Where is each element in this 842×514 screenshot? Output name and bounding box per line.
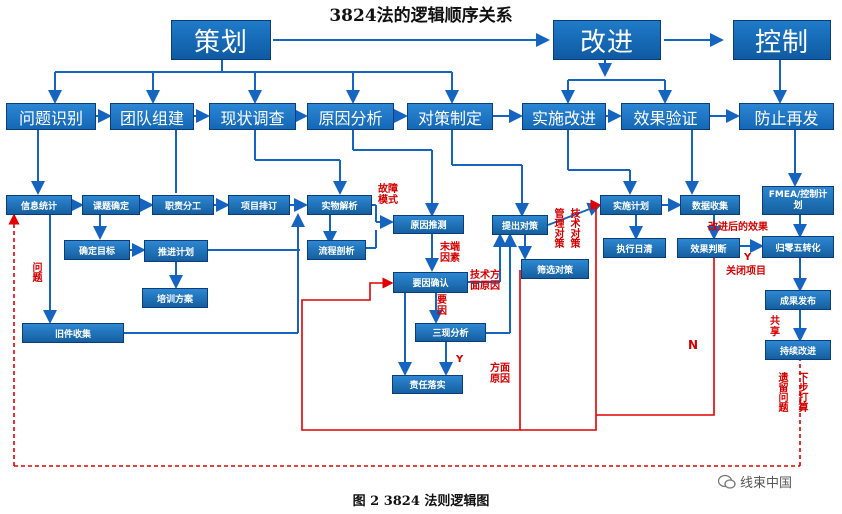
box-zero-convert: 归零五转化 [762,236,834,258]
stage-control: 控制 [733,20,831,60]
box-duty-split: 职责分工 [152,195,214,215]
box-effect-judge: 效果判断 [677,238,740,258]
label-legacy: 遗留问题 [776,372,787,412]
label-tech-cause: 技术方面原因 [470,270,500,292]
label-next-plan: 下步打算 [796,372,807,412]
box-data-collect: 数据收集 [680,195,740,215]
box-exec-schedule: 执行日清 [603,238,666,258]
diagram-title: 3824法的逻辑顺序关系 [329,6,513,26]
label-end-factor: 末端因素 [440,242,460,264]
label-n: N [688,338,699,352]
box-progress-plan: 推进计划 [144,240,208,262]
box-old-parts: 旧件收集 [22,323,124,343]
step-problem-identify: 问题识别 [6,103,96,130]
step-status-survey: 现状调查 [209,103,296,130]
box-goal-set: 确定目标 [64,240,130,260]
box-object-analysis: 实物解析 [307,195,372,215]
label-share: 共享 [770,316,780,338]
stage-improve: 改进 [553,20,661,60]
box-select-measure: 筛选对策 [521,259,589,279]
figure-caption: 图 2 3824 法则逻辑图 [352,494,490,509]
box-continuous: 持续改进 [765,340,831,360]
label-y1: Y [456,354,464,365]
label-key-factor: 要因 [437,295,447,317]
step-verify: 效果验证 [621,103,710,130]
box-result-publish: 成果发布 [765,290,831,310]
label-close-item: 关闭项目 [726,266,766,277]
step-prevent: 防止再发 [739,103,834,130]
box-cause-infer: 原因推测 [393,215,464,234]
box-impl-plan: 实施计划 [600,195,662,215]
watermark-text: 线束中国 [740,476,793,491]
box-training-plan: 培训方案 [142,288,208,308]
box-fmea-plan: FMEA/控制计划 [762,186,834,215]
label-y2: Y [744,252,752,263]
label-mgmt-cause: 方面原因 [490,363,510,385]
box-process-analysis: 流程剖析 [307,240,366,260]
label-tech-measure: 技术对策 [568,208,579,248]
box-factor-confirm: 要因确认 [393,272,468,293]
box-three-analysis: 三现分析 [415,323,486,342]
box-project-order: 项目排订 [228,195,290,215]
step-team-build: 团队组建 [110,103,194,130]
box-duty-check: 责任落实 [392,375,463,394]
step-implement: 实施改进 [522,103,606,130]
label-problem: 问题 [30,262,41,282]
box-propose-measure: 提出对策 [492,215,548,235]
box-info-stats: 信息统计 [6,195,72,215]
step-cause-analysis: 原因分析 [307,103,394,130]
step-measure-plan: 对策制定 [407,103,493,130]
watermark: 线束中国 [718,472,792,491]
label-fault-mode: 故障模式 [378,184,398,206]
label-mgmt-measure: 管理对策 [552,208,563,248]
label-after-effect: 改进后的效果 [708,222,768,233]
wechat-icon [718,474,736,489]
stage-plan: 策划 [171,20,271,60]
box-topic-set: 课题确定 [82,195,140,215]
